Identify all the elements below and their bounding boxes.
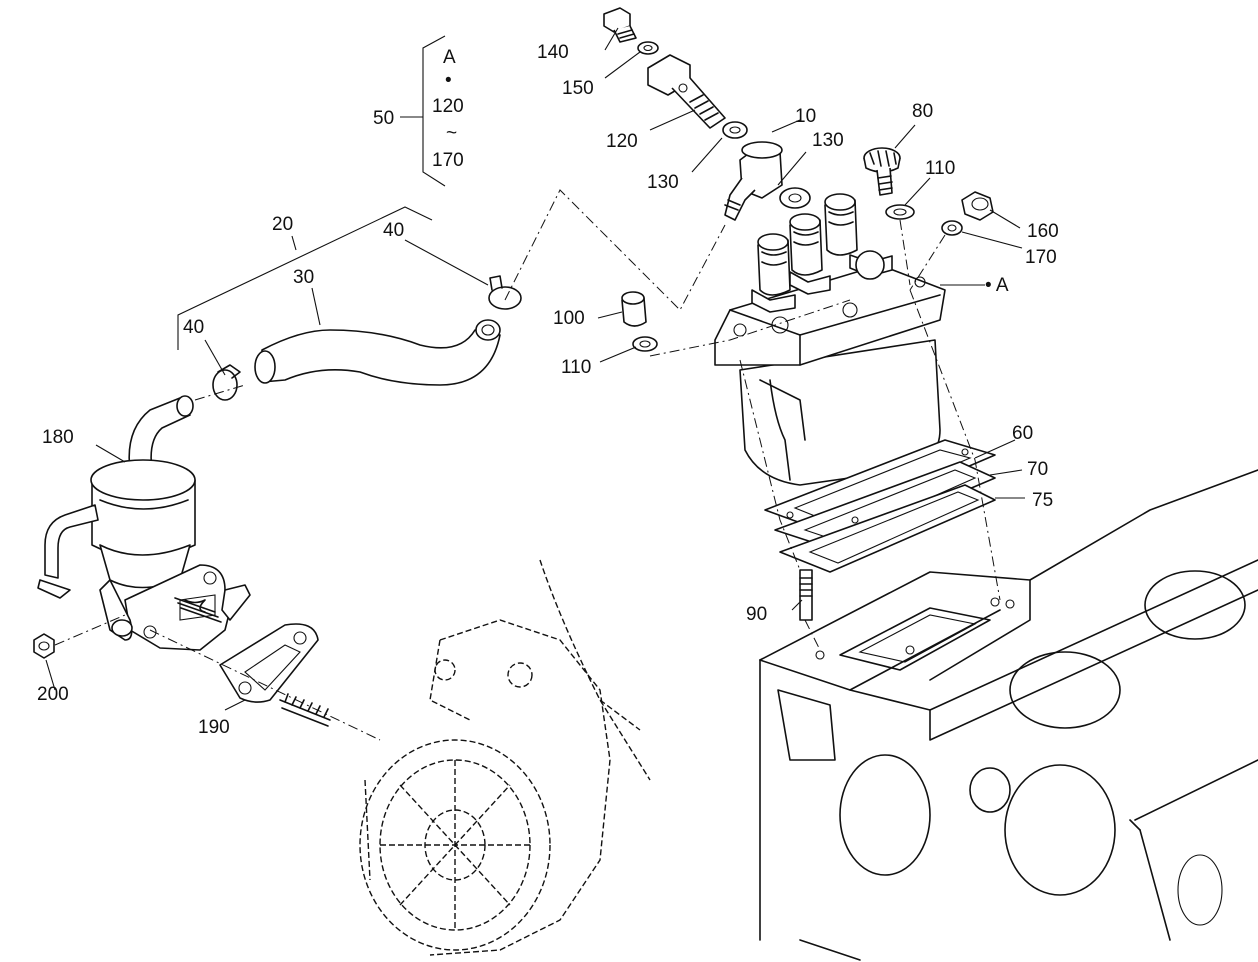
callout-170: 170 (1025, 247, 1057, 268)
banjo-bolt-140 (603, 7, 637, 43)
callout-70: 70 (1027, 459, 1048, 480)
callout-30: 30 (293, 267, 314, 288)
washer-130-top (722, 121, 748, 139)
washer-170 (941, 220, 963, 236)
banjo-fitting-10 (724, 141, 783, 221)
callout-150: 150 (562, 78, 594, 99)
callout-140: 140 (537, 42, 569, 63)
washer-130-lower (779, 187, 811, 209)
callout-20: 20 (272, 214, 293, 235)
washer-150 (637, 41, 659, 55)
cap-100 (621, 291, 647, 327)
callout-200: 200 (37, 684, 69, 705)
callout-100: 100 (553, 308, 585, 329)
callout-labels: 140 150 120 130 10 130 80 110 160 170 • … (37, 42, 1059, 738)
callout-40-left: 40 (183, 317, 204, 338)
callout-60: 60 (1012, 423, 1033, 444)
washer-110-top (885, 204, 915, 220)
gasket-190 (219, 623, 319, 703)
callout-120: 120 (606, 131, 638, 152)
callout-110-top: 110 (925, 158, 955, 179)
bleed-screw-80 (863, 147, 901, 196)
callout-190: 190 (198, 717, 230, 738)
kit-ref-a: A (443, 47, 456, 68)
callout-50: 50 (373, 108, 394, 129)
fuel-hose-30 (254, 319, 501, 386)
hose-clamp-right (488, 275, 522, 310)
callout-40-right: 40 (383, 220, 404, 241)
fuel-feed-pump (37, 395, 251, 651)
kit-range-sign: ~ (446, 123, 457, 144)
callout-130-lower: 130 (812, 130, 844, 151)
engine-block (759, 469, 1258, 961)
callout-160: 160 (1027, 221, 1059, 242)
banjo-120 (647, 54, 726, 129)
injection-pump (714, 193, 946, 486)
leader-lines (45, 27, 1025, 711)
callout-80: 80 (912, 101, 933, 122)
gear-case-housing (359, 559, 651, 956)
kit-dot: • (445, 70, 452, 91)
washer-110-lower (632, 336, 658, 352)
callout-75: 75 (1032, 490, 1053, 511)
hose-clamp-left (212, 364, 241, 401)
callout-180: 180 (42, 427, 74, 448)
callout-90: 90 (746, 604, 767, 625)
callout-110-lower: 110 (561, 357, 591, 378)
kit-to: 170 (432, 150, 464, 171)
callout-10: 10 (795, 106, 816, 127)
pump-gaskets (764, 439, 996, 573)
plug-160 (961, 191, 994, 221)
reference-mark-a: • A (985, 275, 1009, 296)
callout-130-top: 130 (647, 172, 679, 193)
nut-200 (33, 633, 55, 659)
stud-90 (799, 569, 813, 621)
assembly-centerlines (54, 189, 1001, 741)
kit-from: 120 (432, 96, 464, 117)
push-rod (279, 693, 331, 727)
